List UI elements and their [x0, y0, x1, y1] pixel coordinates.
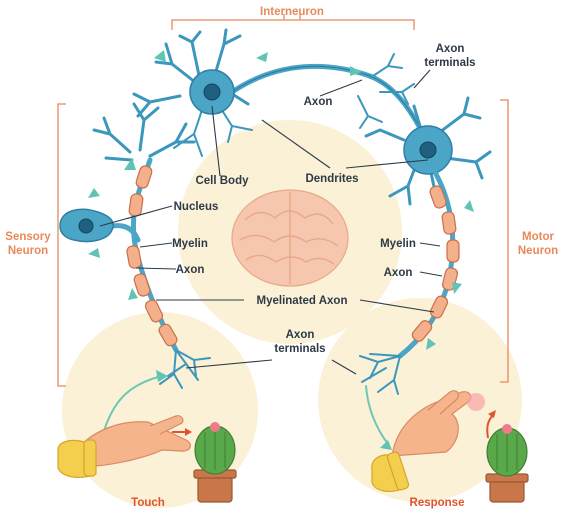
arrow-icon: [464, 200, 474, 212]
sensory-neuron: [59, 102, 211, 389]
signal-arrows: [88, 50, 474, 450]
interneuron-bracket: [171, 14, 415, 30]
axon-terminals-top-label-line1: Axon: [436, 43, 465, 55]
motor-neuron: [359, 96, 492, 395]
hand-response-icon: [371, 390, 485, 492]
arrow-icon: [128, 288, 138, 300]
arrow-icon: [154, 50, 166, 62]
cactus-icon: [485, 424, 529, 503]
cactus-icon: [193, 422, 237, 503]
arrow-icon: [88, 248, 100, 258]
touch-label: Touch: [131, 497, 165, 509]
arrow-icon: [350, 66, 362, 76]
arrow-icon: [124, 158, 136, 170]
arrow-icon: [426, 338, 436, 350]
response-signal-arrow: [365, 385, 389, 445]
axon-terminals-top-label-line2: terminals: [424, 57, 475, 69]
leader-lines: [99, 69, 443, 375]
sensory-neuron-label-line2: Neuron: [8, 245, 48, 257]
touch-signal-arrow: [101, 375, 163, 439]
axon-terminals-bottom-label-line1: Axon: [286, 329, 315, 341]
sensory-neuron-label-line1: Sensory: [5, 231, 51, 243]
sensory-neuron-bracket: [57, 103, 66, 387]
pain-arrow-icon: [172, 428, 192, 436]
response-halo: [318, 298, 522, 502]
brain-icon: [231, 189, 349, 287]
interneuron-label: Interneuron: [260, 6, 324, 18]
sensory-myelin-sheaths: [126, 165, 178, 347]
arrow-icon: [88, 188, 100, 198]
interneuron-nucleus: [203, 83, 221, 101]
withdraw-arrow-icon: [486, 410, 496, 439]
motor-neuron-label-line1: Motor: [522, 231, 554, 243]
axon-left-label: Axon: [176, 264, 205, 276]
dendrites-label: Dendrites: [305, 173, 358, 185]
axon-top-label: Axon: [304, 96, 333, 108]
motor-neuron-bracket: [500, 99, 509, 383]
axon-right-label: Axon: [384, 267, 413, 279]
axon-terminals-bottom-label-line2: terminals: [274, 343, 325, 355]
motor-nucleus: [419, 141, 437, 159]
myelin-right-label: Myelin: [380, 238, 416, 250]
labels: Interneuron Sensory Neuron Motor Neuron …: [5, 6, 558, 509]
arrow-icon: [256, 52, 268, 62]
sensory-nucleus: [78, 218, 94, 234]
cell-body-label: Cell Body: [195, 175, 249, 187]
motor-myelin-sheaths: [411, 185, 460, 342]
motor-neuron-label-line2: Neuron: [518, 245, 558, 257]
myelinated-axon-label: Myelinated Axon: [257, 295, 348, 307]
interneuron: [132, 28, 423, 157]
myelin-left-label: Myelin: [172, 238, 208, 250]
response-label: Response: [410, 497, 465, 509]
arrow-icon: [452, 282, 462, 294]
sensory-branch: [109, 223, 141, 243]
nucleus-label: Nucleus: [174, 201, 219, 213]
hand-touch-icon: [57, 415, 191, 478]
